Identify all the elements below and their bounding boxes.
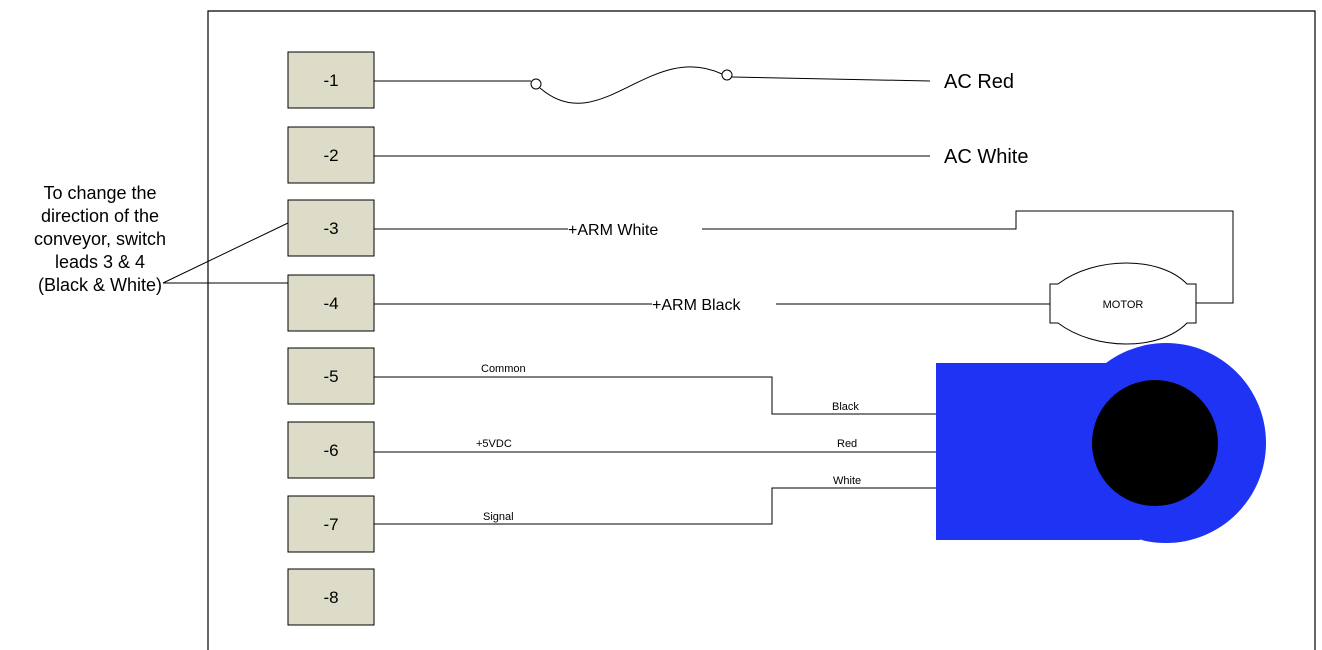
fuse-terminal-left-icon xyxy=(530,78,542,90)
signal-label: Signal xyxy=(483,511,514,523)
wire-3-arm-white xyxy=(374,210,1234,304)
diagram-frame xyxy=(207,10,1316,650)
ac-red-label: AC Red xyxy=(944,71,1014,93)
terminal-label-6: -6 xyxy=(323,441,338,460)
fuse-icon xyxy=(539,66,723,104)
terminal-label-5: -5 xyxy=(323,367,338,386)
encoder-disc xyxy=(1092,380,1218,506)
red-wire-label: Red xyxy=(837,438,857,450)
note-line-4: leads 3 & 4 xyxy=(54,252,146,272)
terminal-block-3: -3 xyxy=(287,199,375,257)
terminal-block-5: -5 xyxy=(287,347,375,405)
white-wire-label: White xyxy=(833,475,861,487)
terminal-block-7: -7 xyxy=(287,495,375,553)
black-wire-label: Black xyxy=(832,401,859,413)
terminal-label-1: -1 xyxy=(323,71,338,90)
lead-swap-note: To change the direction of the conveyor,… xyxy=(0,182,200,297)
note-pointer-to-3 xyxy=(162,222,289,284)
motor-label: MOTOR xyxy=(1103,299,1144,311)
note-line-2: direction of the xyxy=(40,206,160,226)
terminal-label-2: -2 xyxy=(323,146,338,165)
vdc-label: +5VDC xyxy=(476,438,512,450)
terminal-label-4: -4 xyxy=(323,294,338,313)
terminal-label-8: -8 xyxy=(323,588,338,607)
terminal-block-4: -4 xyxy=(287,274,375,332)
terminal-block-2: -2 xyxy=(287,126,375,184)
wire-5-common xyxy=(374,376,936,415)
wire-1-ac-red xyxy=(374,66,931,104)
terminal-label-3: -3 xyxy=(323,219,338,238)
motor-icon: MOTOR xyxy=(1049,262,1197,345)
arm-black-label: +ARM Black xyxy=(652,297,741,314)
terminal-block-1: -1 xyxy=(287,51,375,109)
fuse-terminal-right-icon xyxy=(721,69,733,81)
arm-white-label: +ARM White xyxy=(568,222,658,239)
terminal-block-8: -8 xyxy=(287,568,375,626)
note-line-1: To change the xyxy=(43,183,157,203)
ac-white-label: AC White xyxy=(944,146,1028,168)
encoder-icon xyxy=(936,343,1266,543)
note-line-5: (Black & White) xyxy=(37,275,163,295)
common-label: Common xyxy=(481,363,526,375)
terminal-label-7: -7 xyxy=(323,515,338,534)
wire-7-signal xyxy=(374,487,936,525)
note-line-3: conveyor, switch xyxy=(33,229,167,249)
terminal-block-6: -6 xyxy=(287,421,375,479)
